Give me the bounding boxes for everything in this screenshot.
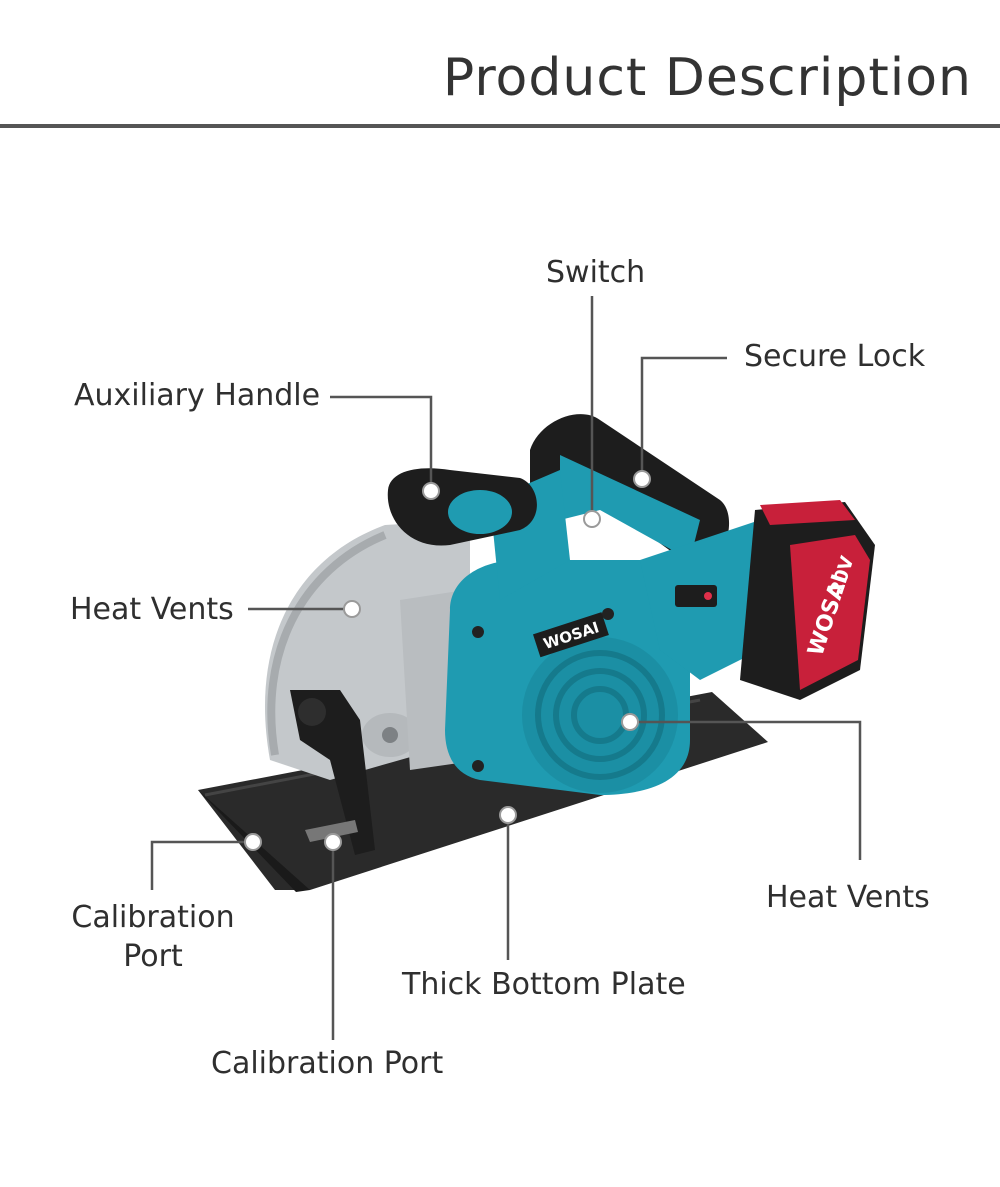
auxiliary-handle-label: Auxiliary Handle xyxy=(74,378,321,413)
thick-bottom-plate-label: Thick Bottom Plate xyxy=(402,967,686,1002)
heat-vents-left-label: Heat Vents xyxy=(70,592,234,627)
auxiliary-handle-marker-dot xyxy=(422,482,440,500)
bottom-plate-marker-dot xyxy=(499,806,517,824)
heat-vents-right-label: Heat Vents xyxy=(766,880,930,915)
secure-lock-label: Secure Lock xyxy=(744,339,926,374)
secure-lock-marker-dot xyxy=(633,470,651,488)
page-title: Product Description xyxy=(442,48,972,108)
battery-pack: WOSAI 20V xyxy=(740,500,875,700)
calibration-port-bottom-marker-dot xyxy=(324,833,342,851)
calibration-port-left-line1: Calibration xyxy=(71,900,235,935)
calibration-port-left-leader-line xyxy=(150,840,253,890)
calibration-port-left-line2: Port xyxy=(123,939,183,974)
marker-dots xyxy=(244,470,651,851)
switch-marker-dot xyxy=(583,510,601,528)
heat-vents-right-leader-line xyxy=(630,720,862,860)
switch-label: Switch xyxy=(546,255,646,290)
calibration-port-left-label: Calibration Port xyxy=(68,900,238,974)
title-divider xyxy=(0,124,1000,128)
heat-vents-left-marker-dot xyxy=(343,600,361,618)
auxiliary-handle-leader-line xyxy=(330,395,433,490)
calibration-port-left-marker-dot xyxy=(244,833,262,851)
bevel-bracket xyxy=(290,690,375,855)
leader-lines xyxy=(150,296,862,1040)
heat-vents-right-marker-dot xyxy=(621,713,639,731)
calibration-port-bottom-label: Calibration Port xyxy=(211,1046,444,1081)
secure-lock-leader-line xyxy=(640,356,727,478)
motor-housing xyxy=(400,560,690,795)
